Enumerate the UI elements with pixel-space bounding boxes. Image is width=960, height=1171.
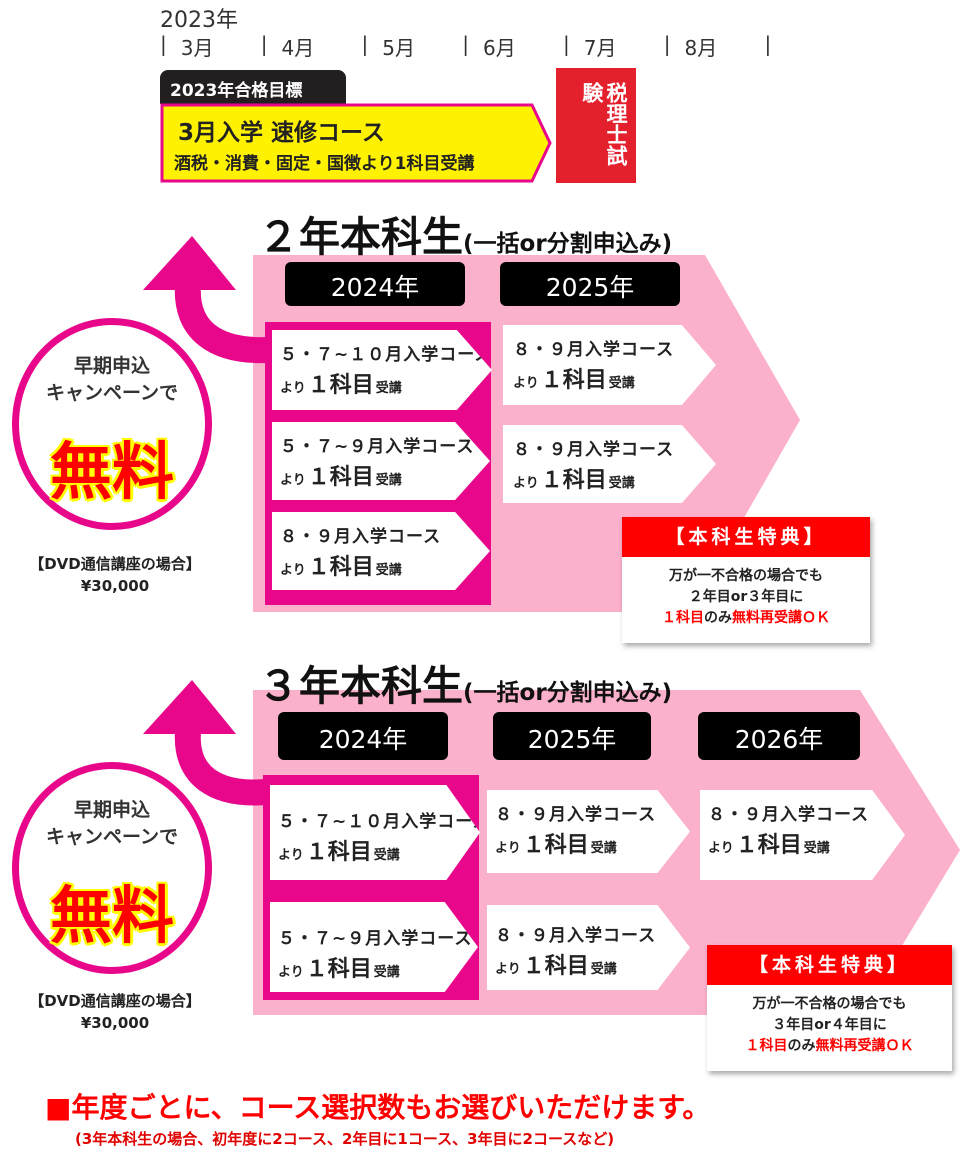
month-label: 6月 bbox=[483, 36, 516, 60]
dvd-price: 【DVD通信講座の場合】¥30,000 bbox=[29, 992, 201, 1032]
course-title: 3月入学 速修コース bbox=[178, 120, 385, 146]
benefit-text: １科目のみ無料再受講ＯＫ bbox=[745, 1038, 914, 1054]
benefit-box: 【本科生特典】 万が一不合格の場合でも ２年目or３年目に １科目のみ無料再受講… bbox=[622, 517, 870, 643]
course-card: ８・９月入学コースより１科目受講 bbox=[272, 512, 490, 590]
footer-sub-note: (3年本科生の場合、初年度に2コース、2年目に1コース、3年目に2コースなど) bbox=[75, 1130, 615, 1148]
course-card: ８・９月入学コースより１科目受講 bbox=[503, 425, 716, 503]
course-card: ５・７~１０月入学コースより１科目受講 bbox=[270, 785, 480, 880]
month-label: 7月 bbox=[583, 36, 617, 60]
campaign-bubble: 早期申込キャンペーンで 無料 bbox=[12, 762, 212, 974]
benefit-text: ３年目or４年目に bbox=[772, 1017, 887, 1033]
course-card: ５・７~９月入学コースより１科目受講 bbox=[270, 902, 478, 992]
timeline-months: |3月 |4月 |5月 |6月 |7月 |8月 | bbox=[160, 32, 772, 60]
section-title-2year: ２年本科生(一括or分割申込み) bbox=[258, 213, 673, 261]
timeline-year: 2023年 bbox=[160, 8, 238, 33]
benefit-header: 【本科生特典】 bbox=[622, 517, 870, 557]
year-label: 2024年 bbox=[285, 262, 465, 306]
free-label: 無料 bbox=[49, 435, 174, 508]
benefit-text: 万が一不合格の場合でも bbox=[752, 996, 907, 1012]
year-label: 2025年 bbox=[493, 712, 651, 760]
benefit-text: ２年目or３年目に bbox=[688, 589, 804, 605]
year-label: 2026年 bbox=[698, 712, 860, 760]
arrow-up-icon bbox=[143, 236, 269, 364]
course-card: ８・９月入学コースより１科目受講 bbox=[503, 325, 716, 405]
benefit-box: 【本科生特典】 万が一不合格の場合でも ３年目or４年目に １科目のみ無料再受講… bbox=[707, 945, 952, 1071]
dvd-price: 【DVD通信講座の場合】¥30,000 bbox=[29, 555, 201, 595]
course-card: ５・７~１０月入学コースより１科目受講 bbox=[272, 330, 492, 410]
month-label: 4月 bbox=[281, 36, 315, 60]
footer-main-note: ■年度ごとに、コース選択数もお選びいただけます。 bbox=[45, 1091, 711, 1124]
course-card: ８・９月入学コースより１科目受講 bbox=[487, 905, 690, 990]
course-subjects: 酒税・消費・固定・国徴より1科目受講 bbox=[174, 154, 475, 174]
exam-badge: 税理士試験 bbox=[556, 68, 636, 183]
benefit-text: 万が一不合格の場合でも bbox=[669, 568, 823, 584]
banner-arrow-shape bbox=[160, 103, 552, 183]
course-card: ５・７~９月入学コースより１科目受講 bbox=[272, 422, 490, 500]
course-card: ８・９月入学コースより１科目受講 bbox=[700, 790, 905, 880]
campaign-bubble: 早期申込キャンペーンで 無料 bbox=[12, 318, 212, 530]
goal-tab: 2023年合格目標 bbox=[160, 70, 346, 104]
month-label: 3月 bbox=[180, 36, 214, 60]
quick-course-banner: 3月入学 速修コース 酒税・消費・固定・国徴より1科目受講 bbox=[160, 103, 552, 183]
free-label: 無料 bbox=[49, 879, 174, 952]
year-label: 2025年 bbox=[500, 262, 680, 306]
benefit-text: １科目のみ無料再受講ＯＫ bbox=[662, 610, 830, 626]
course-card: ８・９月入学コースより１科目受講 bbox=[487, 790, 690, 873]
month-label: 8月 bbox=[684, 36, 718, 60]
year-label: 2024年 bbox=[278, 712, 448, 760]
section-title-3year: ３年本科生(一括or分割申込み) bbox=[258, 662, 673, 710]
arrow-up-icon bbox=[143, 680, 268, 806]
month-label: 5月 bbox=[382, 36, 415, 60]
benefit-header: 【本科生特典】 bbox=[707, 945, 952, 985]
